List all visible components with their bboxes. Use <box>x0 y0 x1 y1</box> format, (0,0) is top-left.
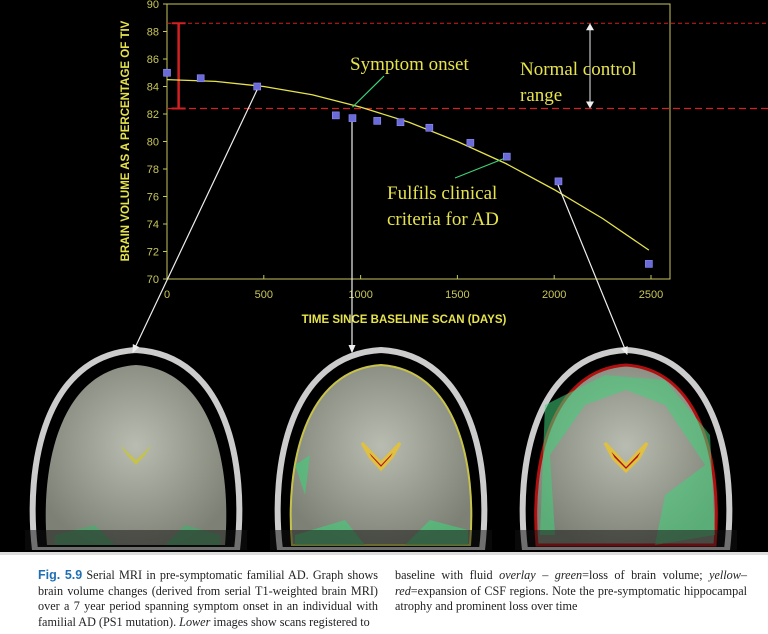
data-point <box>253 82 262 91</box>
y-tick-label: 90 <box>147 0 159 11</box>
data-point <box>373 117 382 125</box>
x-tick-label: 1000 <box>348 289 372 301</box>
y-tick-label: 84 <box>147 82 159 94</box>
y-tick-label: 88 <box>147 27 159 39</box>
figure-label: Fig. 5.9 <box>38 568 83 582</box>
y-axis-label: BRAIN VOLUME AS A PERCENTAGE OF TIV <box>120 20 132 261</box>
brain-volume-chart: 70 72 74 76 78 80 82 84 86 88 90 0 500 1000 1500 2000 25… <box>120 0 768 326</box>
data-point <box>425 123 434 132</box>
y-tick-label: 86 <box>147 54 159 66</box>
caption-column-2: baseline with fluid overlay – green=loss… <box>395 568 747 615</box>
symptom-onset-pointer <box>352 75 385 108</box>
annotation-criteria-line1: Fulfils clinical <box>387 183 497 204</box>
criteria-pointer <box>454 158 504 179</box>
caption-emphasis: yellow–red <box>395 568 748 598</box>
figure: 70 72 74 76 78 80 82 84 86 88 90 0 500 1000 1500 2000 25… <box>0 0 768 553</box>
x-tick-label: 2000 <box>542 289 566 301</box>
y-tick-label: 76 <box>147 192 159 204</box>
arrow-to-baseline-scan <box>132 89 258 354</box>
caption-text: images show scans registered to <box>210 614 370 629</box>
caption-emphasis: overlay – green <box>499 568 583 582</box>
mri-scan-symptom-onset <box>270 345 492 553</box>
annotation-criteria-line2: criteria for AD <box>387 209 499 230</box>
x-tick-label: 1500 <box>445 289 469 301</box>
y-tick-label: 74 <box>147 219 159 231</box>
y-tick-label: 70 <box>147 274 159 286</box>
data-point <box>466 139 475 147</box>
data-point <box>645 260 653 268</box>
caption-text: =expansion of CSF regions. Note the pre-… <box>395 583 747 614</box>
annotation-normal-range-line1: Normal control <box>520 59 637 80</box>
x-tick-label: 2500 <box>639 289 663 301</box>
scan-arrows <box>132 89 628 356</box>
y-tick-label: 72 <box>147 247 159 259</box>
caption-text: =loss of brain volume; <box>582 568 710 582</box>
data-point <box>332 111 340 120</box>
fitted-curve <box>166 78 650 251</box>
caption-emphasis: Lower <box>179 614 211 629</box>
data-point <box>196 74 205 83</box>
caption-text: baseline with fluid <box>395 568 500 582</box>
annotation-normal-range-line2: range <box>520 85 562 106</box>
data-point <box>396 118 405 127</box>
caption-column-1: Fig. 5.9 Serial MRI in pre-symptomatic f… <box>38 568 378 630</box>
x-tick-label: 500 <box>255 289 273 301</box>
y-tick-label: 82 <box>147 109 159 121</box>
y-tick-label: 80 <box>147 137 159 149</box>
x-tick-label: 0 <box>164 289 170 301</box>
x-axis-label: TIME SINCE BASELINE SCAN (DAYS) <box>302 314 507 326</box>
figure-caption: Fig. 5.9 Serial MRI in pre-symptomatic f… <box>0 552 768 634</box>
y-tick-label: 78 <box>147 164 159 176</box>
arrow-to-late-scan <box>557 184 628 356</box>
data-point <box>163 68 171 77</box>
data-point <box>348 114 357 122</box>
data-point <box>502 152 511 161</box>
caption-text: Serial MRI in pre-symptomatic familial A… <box>38 568 378 629</box>
annotation-symptom-onset: Symptom onset <box>350 54 469 75</box>
